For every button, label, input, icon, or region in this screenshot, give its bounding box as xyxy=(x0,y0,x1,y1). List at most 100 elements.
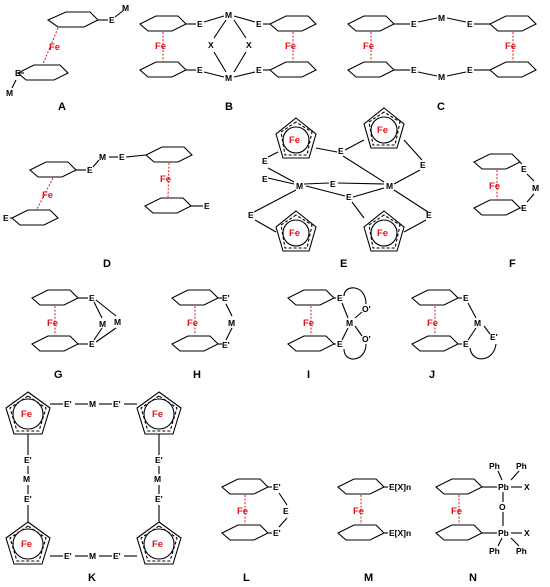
atom-m: M xyxy=(89,551,96,561)
panel-g: Fe E E M M G xyxy=(31,289,121,381)
atom-m: M xyxy=(438,13,445,23)
atom-e: E xyxy=(204,201,210,211)
atom-x: X xyxy=(524,528,530,538)
ferrocene-unit: Fe xyxy=(337,478,385,541)
fe-label: Fe xyxy=(42,190,53,201)
atom-x: X xyxy=(524,482,530,492)
atom-e: E xyxy=(521,203,527,213)
atom-m: M xyxy=(346,318,353,328)
panel-j: Fe E E M E' J xyxy=(411,289,498,381)
fe-label: Fe xyxy=(289,228,300,239)
fe-label: Fe xyxy=(152,539,163,550)
panel-label-l: L xyxy=(243,572,250,584)
panel-label-j: J xyxy=(429,369,435,381)
fe-label: Fe xyxy=(377,228,388,239)
panel-label-b: B xyxy=(225,101,233,113)
atom-e-prime: E' xyxy=(64,399,72,409)
atom-e: E xyxy=(426,210,432,220)
panel-label-i: I xyxy=(307,369,310,381)
panel-n: Fe Pb Pb Ph Ph X O X Ph Ph N xyxy=(435,461,530,584)
atom-e-prime: E' xyxy=(222,293,230,303)
ferrocene-unit: Fe xyxy=(347,15,395,78)
atom-m: M xyxy=(6,88,13,98)
panel-label-g: G xyxy=(54,369,63,381)
atom-m: M xyxy=(228,318,235,328)
panel-label-d: D xyxy=(103,258,111,270)
atom-e: E xyxy=(87,165,93,175)
panel-label-m: M xyxy=(364,572,373,584)
ferrocene-unit: Fe xyxy=(435,478,483,541)
atom-e: E xyxy=(197,19,203,29)
atom-e-prime: E' xyxy=(64,551,72,561)
atom-e: E xyxy=(330,179,336,189)
atom-e: E xyxy=(467,65,473,75)
atom-ph: Ph xyxy=(516,461,527,471)
panel-e: Fe Fe Fe Fe E E E M M E E E E E xyxy=(248,107,432,270)
ferrocene-top-view: Fe xyxy=(5,391,51,435)
panel-i: Fe E E M O' O' I xyxy=(287,287,371,381)
ferrocene-unit: Fe xyxy=(489,15,537,78)
ferrocene-unit: Fe xyxy=(473,153,521,216)
ferrocene-unit: Fe xyxy=(269,15,317,78)
ferrocene-top-view: Fe xyxy=(275,117,317,159)
atom-m: M xyxy=(23,474,30,484)
atom-e-prime: E' xyxy=(155,494,163,504)
fe-label: Fe xyxy=(489,181,500,192)
atom-ph: Ph xyxy=(489,461,500,471)
atom-o-prime: O' xyxy=(362,304,371,314)
atom-e-prime: E' xyxy=(113,399,121,409)
fe-label: Fe xyxy=(187,318,198,329)
fe-label: Fe xyxy=(21,539,32,550)
atom-m: M xyxy=(89,399,96,409)
atom-o-prime: O' xyxy=(362,334,371,344)
ferrocene-top-view: Fe xyxy=(5,521,51,565)
atom-e-x-n: E[X]n xyxy=(389,528,411,538)
ferrocene-unit: Fe xyxy=(287,289,335,352)
atom-m: M xyxy=(99,152,106,162)
atom-e-prime: E' xyxy=(24,455,32,465)
panel-c: Fe Fe E M E E M E C xyxy=(347,13,537,113)
atom-m: M xyxy=(114,317,121,327)
panel-label-e: E xyxy=(340,258,347,270)
panel-label-n: N xyxy=(469,572,477,584)
panel-label-k: K xyxy=(88,572,96,584)
atom-m: M xyxy=(532,183,539,193)
atom-e: E xyxy=(338,146,344,156)
fe-label: Fe xyxy=(155,41,166,52)
atom-e-prime: E' xyxy=(155,455,163,465)
ferrocene-unit: Fe xyxy=(411,289,459,352)
ferrocene-top-view: Fe xyxy=(136,521,182,565)
atom-m: M xyxy=(296,181,303,191)
atom-ph: Ph xyxy=(516,546,527,556)
atom-e: E xyxy=(197,65,203,75)
atom-m: M xyxy=(99,319,106,329)
ferrocene-top-view: Fe xyxy=(363,210,405,252)
atom-e: E xyxy=(248,210,254,220)
atom-e: E xyxy=(119,152,125,162)
atom-e-prime: E' xyxy=(273,528,281,538)
atom-e: E xyxy=(337,339,343,349)
panel-label-a: A xyxy=(58,101,66,113)
fe-label: Fe xyxy=(363,41,374,52)
atom-e: E xyxy=(420,160,426,170)
panel-label-f: F xyxy=(509,258,516,270)
panel-h: Fe E' M E' H xyxy=(171,289,235,381)
atom-e: E xyxy=(463,339,469,349)
atom-m: M xyxy=(154,474,161,484)
fe-label: Fe xyxy=(427,318,438,329)
atom-e: E xyxy=(89,339,95,349)
ferrocene-unit: Fe xyxy=(11,161,77,226)
atom-e: E xyxy=(256,19,262,29)
atom-e: E xyxy=(15,68,21,78)
atom-x: X xyxy=(208,40,214,50)
ferrocene-top-view: Fe xyxy=(136,391,182,435)
atom-m: M xyxy=(225,10,232,20)
atom-e: E xyxy=(256,65,262,75)
ferrocene-unit: Fe xyxy=(171,289,219,352)
atom-e-x-n: E[X]n xyxy=(389,482,411,492)
ferrocene-unit: Fe xyxy=(139,15,187,78)
atom-m: M xyxy=(386,181,393,191)
atom-e: E xyxy=(346,192,352,202)
